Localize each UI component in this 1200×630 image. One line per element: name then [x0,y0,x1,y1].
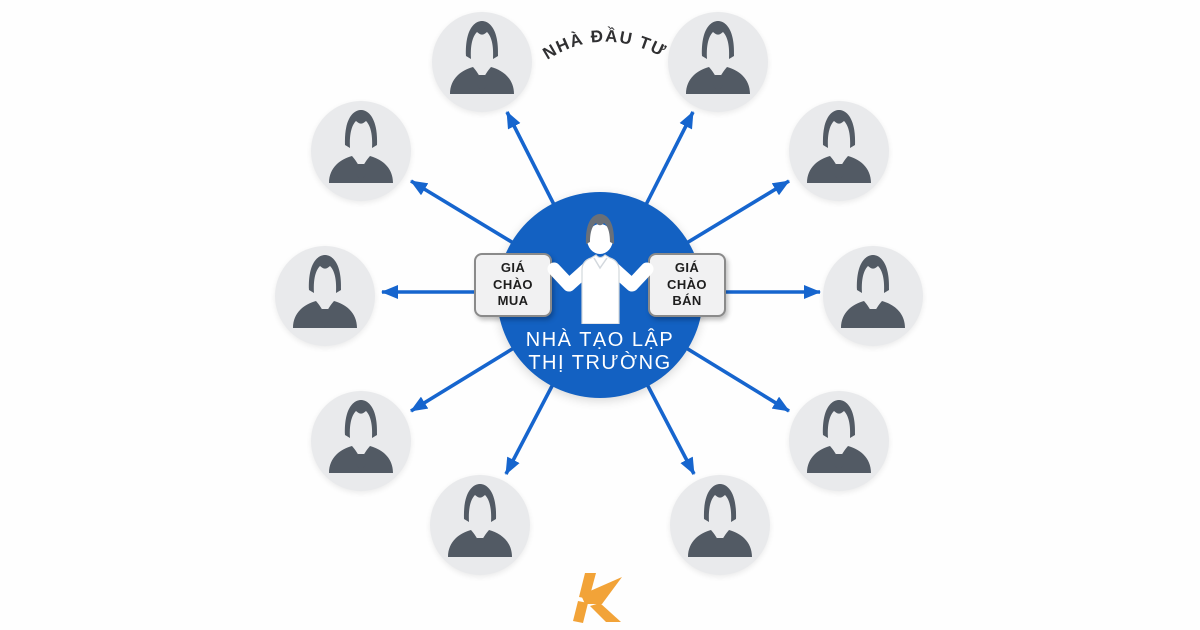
market-maker-person-icon [547,214,654,324]
k-logo-arm [581,577,622,604]
k-logo-stem-upper [579,573,596,599]
investor-circle [430,475,530,575]
investor-circle [823,246,923,346]
businessman-icon [668,12,768,112]
businessman-icon [670,475,770,575]
bid-price-line: GIÁ [500,260,526,276]
ask-price-line: GIÁ [674,260,700,276]
investor-circle [311,101,411,201]
businessman-icon [311,391,411,491]
k-logo-leg [590,603,621,622]
ask-price-box: GIÁ CHÀO BÁN [648,253,726,317]
bid-price-line: CHÀO [493,276,533,292]
k-logo [573,573,622,623]
businessman-icon [789,101,889,201]
businessman-icon [311,101,411,201]
ask-price-line: BÁN [672,293,702,309]
investor-circle [275,246,375,346]
market-maker-label-line2: THỊ TRƯỜNG [528,352,672,374]
businessman-icon [275,246,375,346]
investor-circle [789,101,889,201]
investor-circle [670,475,770,575]
investor-circle [668,12,768,112]
businessman-icon [789,391,889,491]
market-maker-label-line1: NHÀ TẠO LẬP [525,329,675,351]
investor-circle [432,12,532,112]
investor-circle [311,391,411,491]
bid-price-line: MUA [497,293,529,309]
ask-price-line: CHÀO [667,276,707,292]
businessman-icon [430,475,530,575]
businessman-icon [823,246,923,346]
investor-circle [789,391,889,491]
k-logo-stem-lower [573,601,588,623]
bid-price-box: GIÁ CHÀO MUA [474,253,552,317]
investors-arc-label: NHÀ ĐẦU TƯ [540,27,670,64]
businessman-icon [432,12,532,112]
market-maker-label: NHÀ TẠO LẬP THỊ TRƯỜNG [497,329,703,375]
market-maker-figure [545,204,656,324]
